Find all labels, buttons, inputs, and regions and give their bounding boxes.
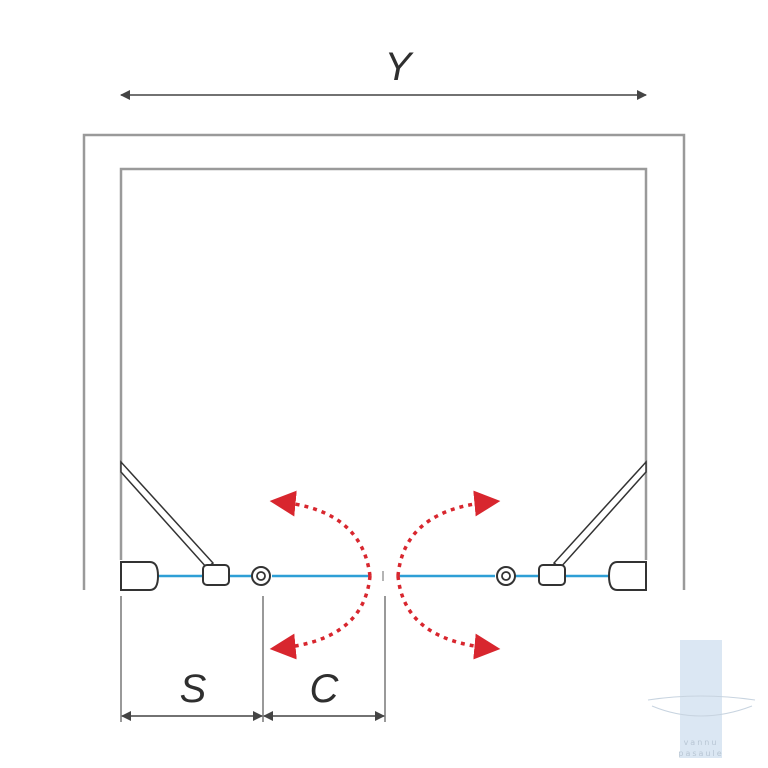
entry-dimension: C	[263, 667, 385, 721]
left-fixed-panel	[120, 460, 215, 570]
right-hinge-icon	[538, 564, 566, 586]
left-hinge-icon	[202, 564, 230, 586]
right-wall-profile	[607, 561, 647, 591]
side-dimension: S	[121, 667, 263, 721]
inner-wall	[119, 167, 648, 560]
right-fixed-panel	[552, 460, 647, 570]
right-door-swing-in-arrow	[396, 575, 501, 660]
left-wall-profile	[120, 561, 160, 591]
watermark-bar	[680, 640, 722, 758]
left-door-swing-in-arrow	[269, 575, 372, 660]
watermark-text-2: pasaule	[678, 749, 723, 758]
side-dimension-label: S	[180, 667, 207, 711]
width-dimension: Y	[120, 45, 647, 100]
right-knob-icon	[496, 566, 516, 586]
watermark-text-1: vannu	[684, 738, 719, 747]
left-knob-icon	[251, 566, 271, 586]
watermark-swoosh-top	[647, 695, 756, 701]
outer-wall	[82, 133, 686, 590]
right-door-swing-out-arrow	[396, 490, 501, 577]
watermark-swoosh-bottom	[651, 705, 753, 717]
right-panel-glass	[552, 460, 647, 570]
left-panel-glass	[120, 460, 215, 570]
width-dimension-label: Y	[385, 45, 415, 89]
left-door-swing-out-arrow	[269, 490, 372, 577]
entry-dimension-label: C	[310, 667, 340, 711]
watermark-logo: vannu pasaule	[647, 640, 756, 758]
